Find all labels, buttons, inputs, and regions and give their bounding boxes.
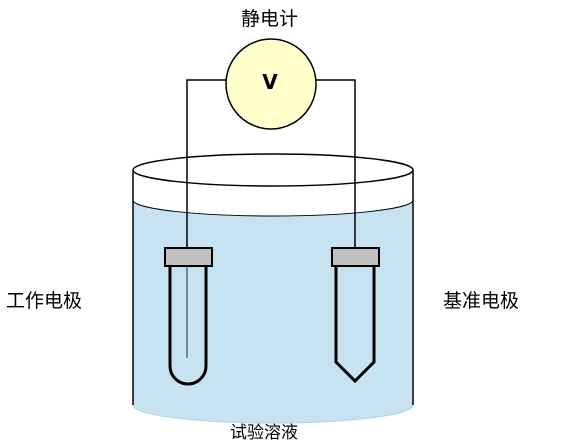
electrometer-label: 静电计 (241, 8, 299, 30)
reference-electrode-label: 基准电极 (443, 290, 520, 312)
reference-electrode-cap (331, 247, 380, 267)
working-electrode-label: 工作电极 (6, 290, 83, 312)
solution-surface (132, 199, 414, 217)
voltmeter-symbol: V (262, 70, 278, 94)
working-electrode-tube (168, 266, 208, 386)
wire-to-working-electrode (186, 79, 226, 248)
beaker-rim-back (132, 153, 414, 171)
beaker-bottom (132, 404, 414, 424)
test-solution-body (133, 200, 413, 423)
beaker-rim-front (132, 169, 414, 187)
working-electrode-cap (164, 247, 213, 267)
reference-electrode-tube (334, 266, 376, 384)
electrometer (225, 38, 317, 130)
test-solution-label: 试验溶液 (230, 423, 298, 443)
wire-to-reference-electrode (316, 79, 356, 248)
